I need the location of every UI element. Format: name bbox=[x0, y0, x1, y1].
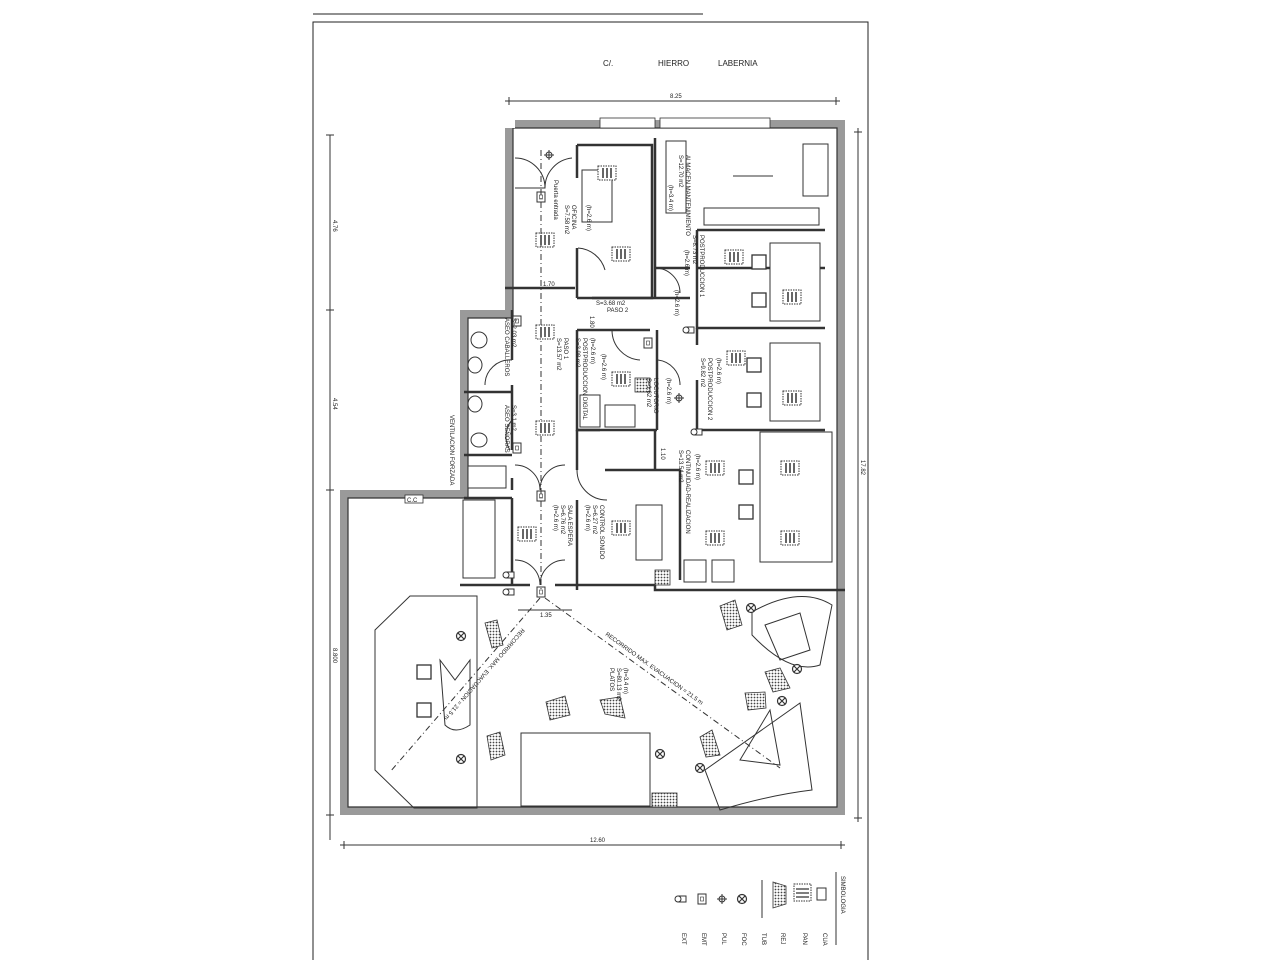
evacuation-route-left-label: RECORRIDO MAX. EVACUACION = 21.5 m bbox=[442, 627, 525, 721]
dim-right: 17.82 bbox=[859, 460, 865, 476]
legend-item-pan: PAN bbox=[801, 933, 807, 945]
room-aseo-cab-name: ASEO CABALLEROS bbox=[503, 318, 509, 376]
street-prefix: C/. bbox=[603, 59, 613, 68]
legend-item-pul: PUL bbox=[720, 933, 726, 945]
doors bbox=[484, 157, 681, 586]
room-almacen-area: S=12.70 m2 bbox=[677, 155, 683, 188]
room-post1-height: (h=2.6 m) bbox=[683, 250, 689, 276]
sheet-frame bbox=[312, 21, 869, 960]
room-platos-name: PLATOS bbox=[608, 668, 614, 691]
dim-continuidad: 1.10 bbox=[659, 448, 665, 460]
legend-title: SIMBOLOGIA bbox=[839, 876, 845, 914]
cc-label: C.C bbox=[407, 498, 418, 504]
legend-item-ext: EXT bbox=[680, 933, 686, 945]
room-locutorio-height: (h=2.6 m) bbox=[665, 378, 671, 404]
room-oficina-name: OFICINA bbox=[570, 205, 576, 229]
dim-paso1: 1.70 bbox=[543, 282, 555, 288]
dim-left-lower: 8.800 bbox=[331, 648, 337, 664]
exterior-walls bbox=[340, 117, 845, 815]
room-continuidad-name: CONTINUIDAD-REALIZACION bbox=[684, 450, 690, 534]
room-almacen-height: (h=3.4 m) bbox=[667, 185, 673, 211]
room-espera-area: S=6.76 m2 bbox=[559, 505, 565, 535]
room-espera-name: SALA ESPERA bbox=[566, 505, 572, 546]
room-post2-height: (h=2.6 m) bbox=[715, 358, 721, 384]
room-continuidad-area: S=13.54 m2 bbox=[677, 450, 683, 483]
dim-paso2: 1.80 bbox=[588, 316, 594, 328]
dim-bottom: 12.60 bbox=[590, 838, 606, 844]
room-post2-name: POSTPRODUCCION 2 bbox=[706, 358, 712, 421]
dim-left-upper: 4.76 bbox=[331, 220, 337, 232]
room-post2-area: S=9.82 m2 bbox=[699, 358, 705, 388]
room-oficina-height: (h=2.6 m) bbox=[585, 205, 591, 231]
room-paso1-name: PASO 1 bbox=[562, 338, 568, 360]
room-postdigital-name: POSTPRODUCCION DIGITAL bbox=[581, 338, 587, 421]
room-almacen-name: ALMACEN MANTENIMIENTO bbox=[684, 155, 690, 236]
room-post1-name: POSTPRODUCCION 1 bbox=[698, 235, 704, 298]
legend: SIMBOLOGIA CUA PAN REJ TUB FOC PUL EMT E… bbox=[674, 872, 845, 946]
room-aseo-sen-name: ASEO SEÑORAS bbox=[503, 405, 510, 453]
room-ventilacion-name: VENTILACION FORZADA bbox=[448, 415, 454, 485]
room-paso1-height: (h=2.6 m) bbox=[600, 354, 606, 380]
dimension-lines: 8.25 4.76 4.54 8.800 17.82 12.60 bbox=[326, 94, 865, 849]
room-entrada-name: Puerta entrada bbox=[552, 180, 558, 220]
legend-item-cua: CUA bbox=[821, 933, 827, 946]
legend-item-tub: TUB bbox=[760, 933, 766, 945]
room-post1-area: S=8.73 m2 bbox=[691, 235, 697, 265]
dim-left-middle: 4.54 bbox=[331, 398, 337, 410]
room-oficina-area: S=7.58 m2 bbox=[563, 205, 569, 235]
street-name-1: HIERRO bbox=[658, 59, 689, 68]
room-paso2-area: S=3.68 m2 bbox=[596, 301, 626, 307]
room-aseo-cab-area: S=2.03 m2 bbox=[510, 318, 516, 348]
dim-entrance: 1.35 bbox=[540, 613, 552, 619]
room-paso2-height: (h=2.6 m) bbox=[673, 290, 679, 316]
room-paso2-name: PASO 2 bbox=[607, 308, 629, 314]
room-postdigital-area: S=3.98 m2 bbox=[574, 338, 580, 368]
room-locutorio-area: S=1.62 m2 bbox=[645, 378, 651, 408]
room-control-name: CONTROL SONIDO bbox=[598, 505, 604, 560]
room-control-height: (h=2.6 m) bbox=[584, 505, 590, 531]
room-platos-height: (h=3.4 m) bbox=[622, 668, 628, 694]
room-paso1-area: S=13.57 m2 bbox=[555, 338, 561, 371]
room-espera-height: (h=2.6 m) bbox=[552, 505, 558, 531]
legend-item-foc: FOC bbox=[740, 933, 746, 946]
room-continuidad-height: (h=2.6 m) bbox=[694, 454, 700, 480]
furniture bbox=[374, 140, 833, 811]
legend-item-emt: EMT bbox=[700, 933, 706, 946]
room-postdigital-height: (h=2.6 m) bbox=[589, 338, 595, 364]
room-platos-area: S=80.13 m2 bbox=[615, 668, 621, 701]
room-aseo-sen-area: S=3.1 m2 bbox=[510, 405, 516, 432]
dim-top: 8.25 bbox=[670, 94, 682, 100]
room-control-area: S=6.27 m2 bbox=[591, 505, 597, 535]
street-name-2: LABERNIA bbox=[718, 59, 758, 68]
room-locutorio-name: LOCUTORIO bbox=[652, 378, 658, 414]
legend-item-rej: REJ bbox=[779, 933, 785, 944]
interior-walls bbox=[460, 138, 845, 808]
